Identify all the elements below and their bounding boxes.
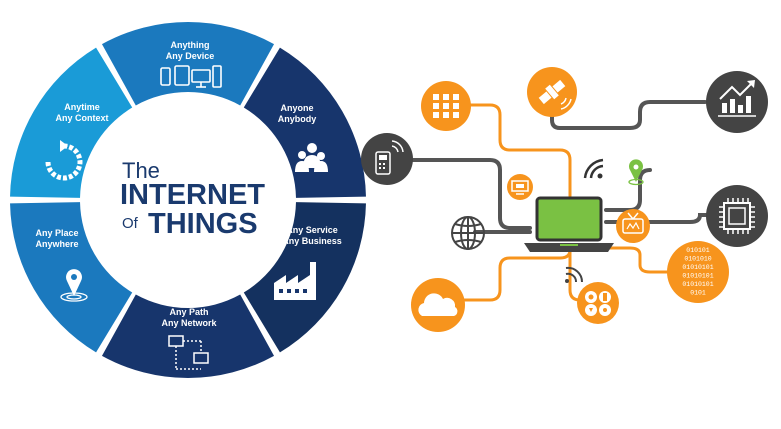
refresh-cycle-icon bbox=[45, 140, 83, 181]
wheel-segment-1 bbox=[101, 21, 275, 106]
segment-2-line1: Anyone bbox=[280, 103, 313, 113]
binary-data-icon: 0101010101010010101010101010101010101010… bbox=[667, 241, 729, 303]
map-pin-icon bbox=[628, 159, 644, 186]
segment-3-line2: Any Business bbox=[282, 236, 342, 246]
television-icon bbox=[616, 209, 650, 243]
chart-growth-icon bbox=[706, 71, 768, 133]
binary-row: 0101 bbox=[690, 290, 706, 297]
segment-3-line1: Any Service bbox=[286, 225, 338, 235]
binary-row: 01010101 bbox=[682, 273, 713, 280]
title-the: The bbox=[122, 158, 160, 183]
segment-1-line1: Anything bbox=[171, 40, 210, 50]
phone-tablet-desktop-icon bbox=[160, 65, 222, 88]
wheel-segment-4 bbox=[101, 294, 275, 378]
wheel-segment-2 bbox=[243, 47, 366, 198]
monitor-icon bbox=[507, 174, 533, 200]
title-of: Of bbox=[122, 215, 139, 232]
laptop-icon bbox=[524, 196, 614, 252]
chip-icon bbox=[706, 185, 768, 247]
title-things: THINGS bbox=[148, 208, 258, 240]
iot-wheel: The INTERNET Of THINGS Anything Any Devi… bbox=[10, 21, 366, 378]
globe-icon bbox=[451, 216, 485, 250]
segment-labels: Anything Any Device Anyone Anybody Any S… bbox=[35, 40, 341, 328]
binary-row: 01010101 bbox=[682, 264, 713, 271]
factory-icon bbox=[274, 262, 316, 300]
network-diagram: 0101010101010010101010101010101010101010… bbox=[361, 67, 768, 332]
wheel-center bbox=[83, 95, 293, 305]
wheel-segment-3 bbox=[243, 202, 366, 353]
segment-4-line1: Any Path bbox=[169, 307, 208, 317]
people-group-icon bbox=[295, 143, 328, 172]
social-icon bbox=[577, 282, 619, 324]
wireless-remote-icon bbox=[361, 133, 413, 185]
segment-2-line2: Anybody bbox=[278, 114, 317, 124]
segment-4-line2: Any Network bbox=[161, 318, 217, 328]
binary-row: 010101 bbox=[686, 247, 710, 254]
segment-5-line1: Any Place bbox=[35, 228, 78, 238]
binary-row: 01010101 bbox=[682, 281, 713, 288]
segment-5-line2: Anywhere bbox=[35, 239, 78, 249]
network-path-icon bbox=[168, 335, 209, 370]
satellite-icon bbox=[527, 67, 577, 117]
wifi-icon bbox=[583, 158, 604, 179]
location-pin-icon bbox=[60, 269, 88, 302]
app-grid-icon bbox=[421, 81, 471, 131]
binary-row: 0101010 bbox=[684, 256, 711, 263]
cloud-icon bbox=[411, 278, 465, 332]
iot-title: The INTERNET Of THINGS bbox=[120, 158, 265, 240]
segment-1-line2: Any Device bbox=[166, 51, 215, 61]
wheel-segment-6 bbox=[10, 47, 133, 198]
segment-6-line2: Any Context bbox=[55, 113, 108, 123]
segment-6-line1: Anytime bbox=[64, 102, 100, 112]
title-internet: INTERNET bbox=[120, 179, 265, 211]
wifi-small-icon bbox=[565, 266, 584, 283]
